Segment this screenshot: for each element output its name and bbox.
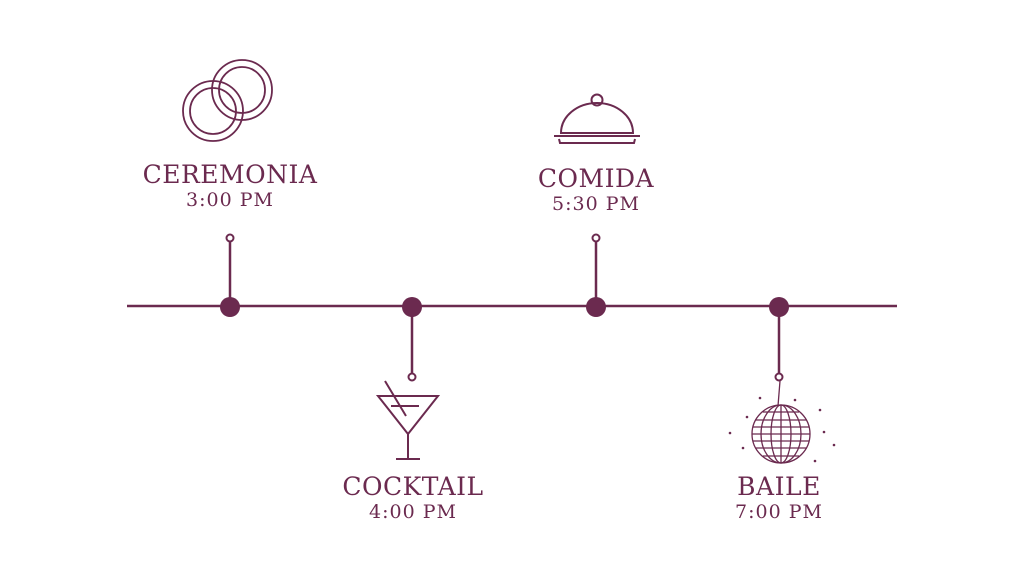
event-title: BAILE: [737, 472, 821, 501]
event-cocktail: COCKTAIL 4:00 PM: [313, 472, 513, 523]
event-baile: BAILE 7:00 PM: [679, 472, 879, 523]
event-time: 3:00 PM: [186, 189, 274, 211]
event-title: COMIDA: [537, 164, 655, 193]
cocktail-glass-icon: [375, 380, 441, 460]
event-title: CEREMONIA: [142, 160, 318, 189]
timeline-node-ceremonia: [220, 297, 240, 317]
stem-ceremonia: [225, 233, 235, 306]
stem-comida: [591, 233, 601, 306]
sparkle-dots: [728, 396, 836, 463]
event-time: 4:00 PM: [369, 501, 457, 523]
timeline-node-baile: [769, 297, 789, 317]
wedding-rings-icon: [182, 59, 273, 142]
event-time: 7:00 PM: [735, 501, 823, 523]
stem-cocktail: [407, 306, 417, 382]
timeline-node-cocktail: [402, 297, 422, 317]
event-title: COCKTAIL: [342, 472, 484, 501]
event-comida: COMIDA 5:30 PM: [496, 164, 696, 215]
food-cloche-icon: [554, 93, 640, 144]
event-time: 5:30 PM: [552, 193, 640, 215]
event-ceremonia: CEREMONIA 3:00 PM: [130, 160, 330, 211]
timeline-node-comida: [586, 297, 606, 317]
stem-baile: [774, 306, 784, 382]
disco-ball-icon: [728, 380, 836, 464]
